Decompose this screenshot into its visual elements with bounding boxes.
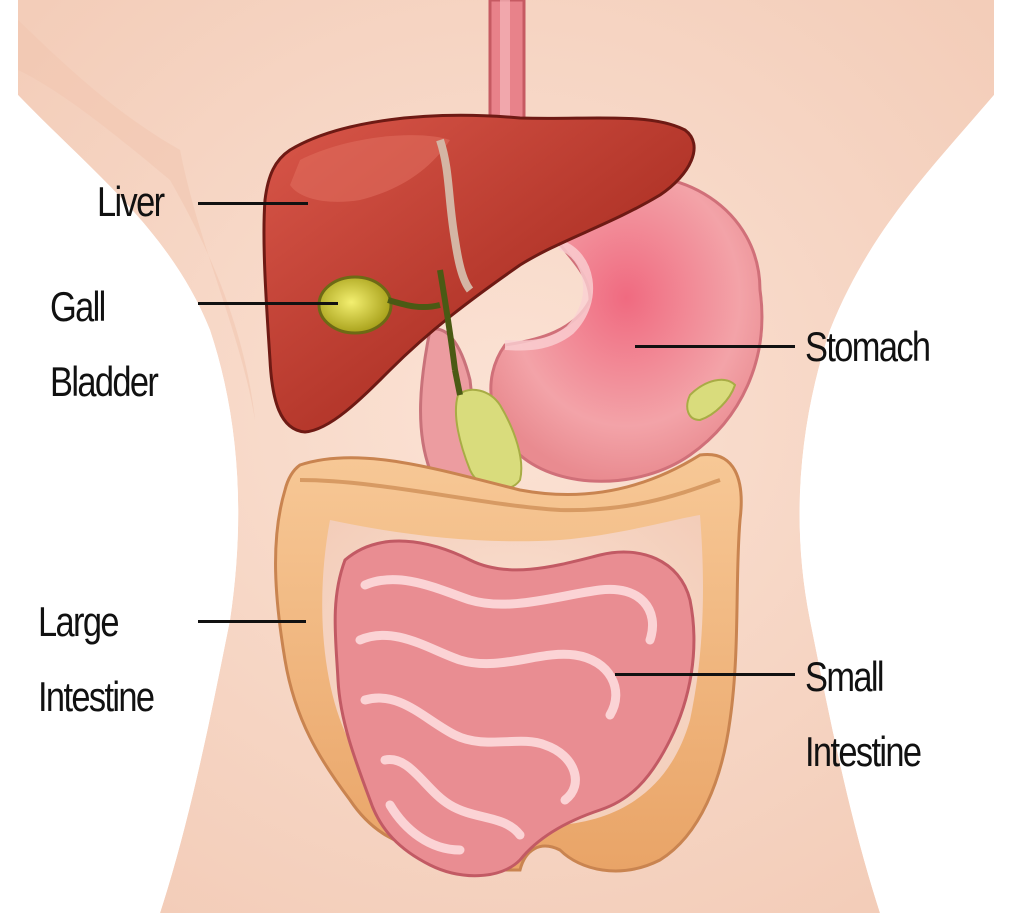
leader-line-liver xyxy=(198,202,308,205)
leader-line-small-intestine xyxy=(615,673,795,676)
label-large-line1: Large xyxy=(38,585,118,659)
label-stomach: Stomach xyxy=(805,310,929,384)
label-liver: Liver xyxy=(97,165,163,239)
leader-line-large-intestine xyxy=(198,620,306,623)
leader-line-gall-bladder xyxy=(198,302,338,305)
label-large-line2: Intestine xyxy=(38,660,153,734)
gall-bladder-organ xyxy=(319,277,391,333)
label-small-line1: Small xyxy=(805,640,883,714)
leader-line-stomach xyxy=(635,345,795,348)
label-small-line2: Intestine xyxy=(805,715,920,789)
label-gall-line1: Gall xyxy=(50,270,105,344)
label-gall-line2: Bladder xyxy=(50,345,157,419)
